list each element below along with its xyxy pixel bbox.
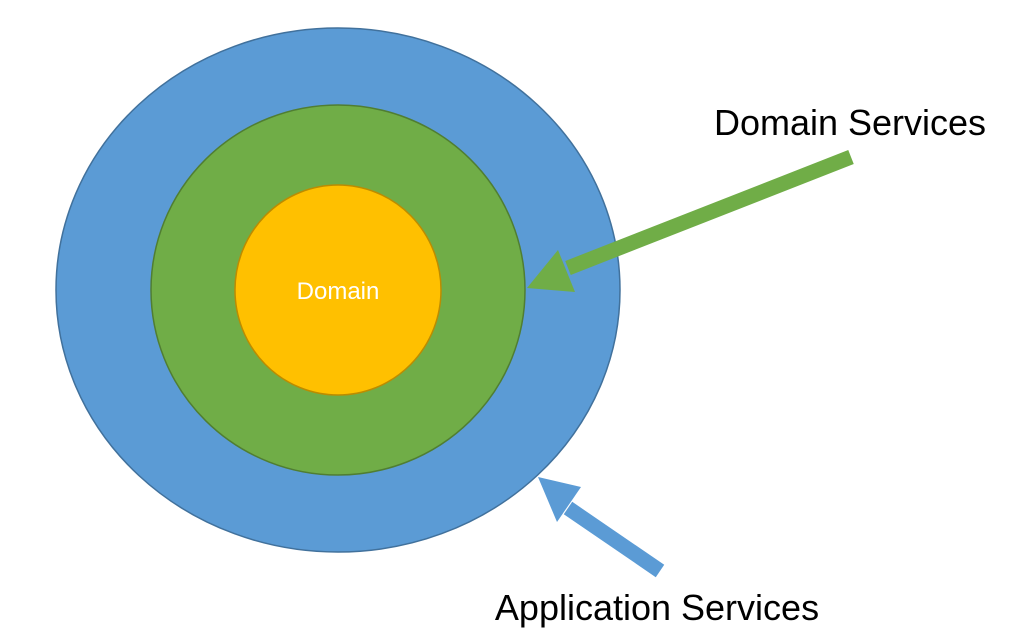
domain-services-arrow: [527, 150, 854, 292]
application-services-arrow: [538, 477, 665, 578]
domain-core: [234, 184, 442, 396]
application-services-arrow-head: [538, 477, 581, 522]
application-services-arrow-shaft: [563, 501, 665, 578]
application-services-label: Application Services: [495, 587, 819, 628]
domain-services-arrow-head: [527, 250, 575, 292]
domain-core-label: Domain: [297, 278, 380, 305]
domain-services-arrow-shaft: [565, 150, 854, 275]
domain-services-label: Domain Services: [714, 102, 986, 143]
